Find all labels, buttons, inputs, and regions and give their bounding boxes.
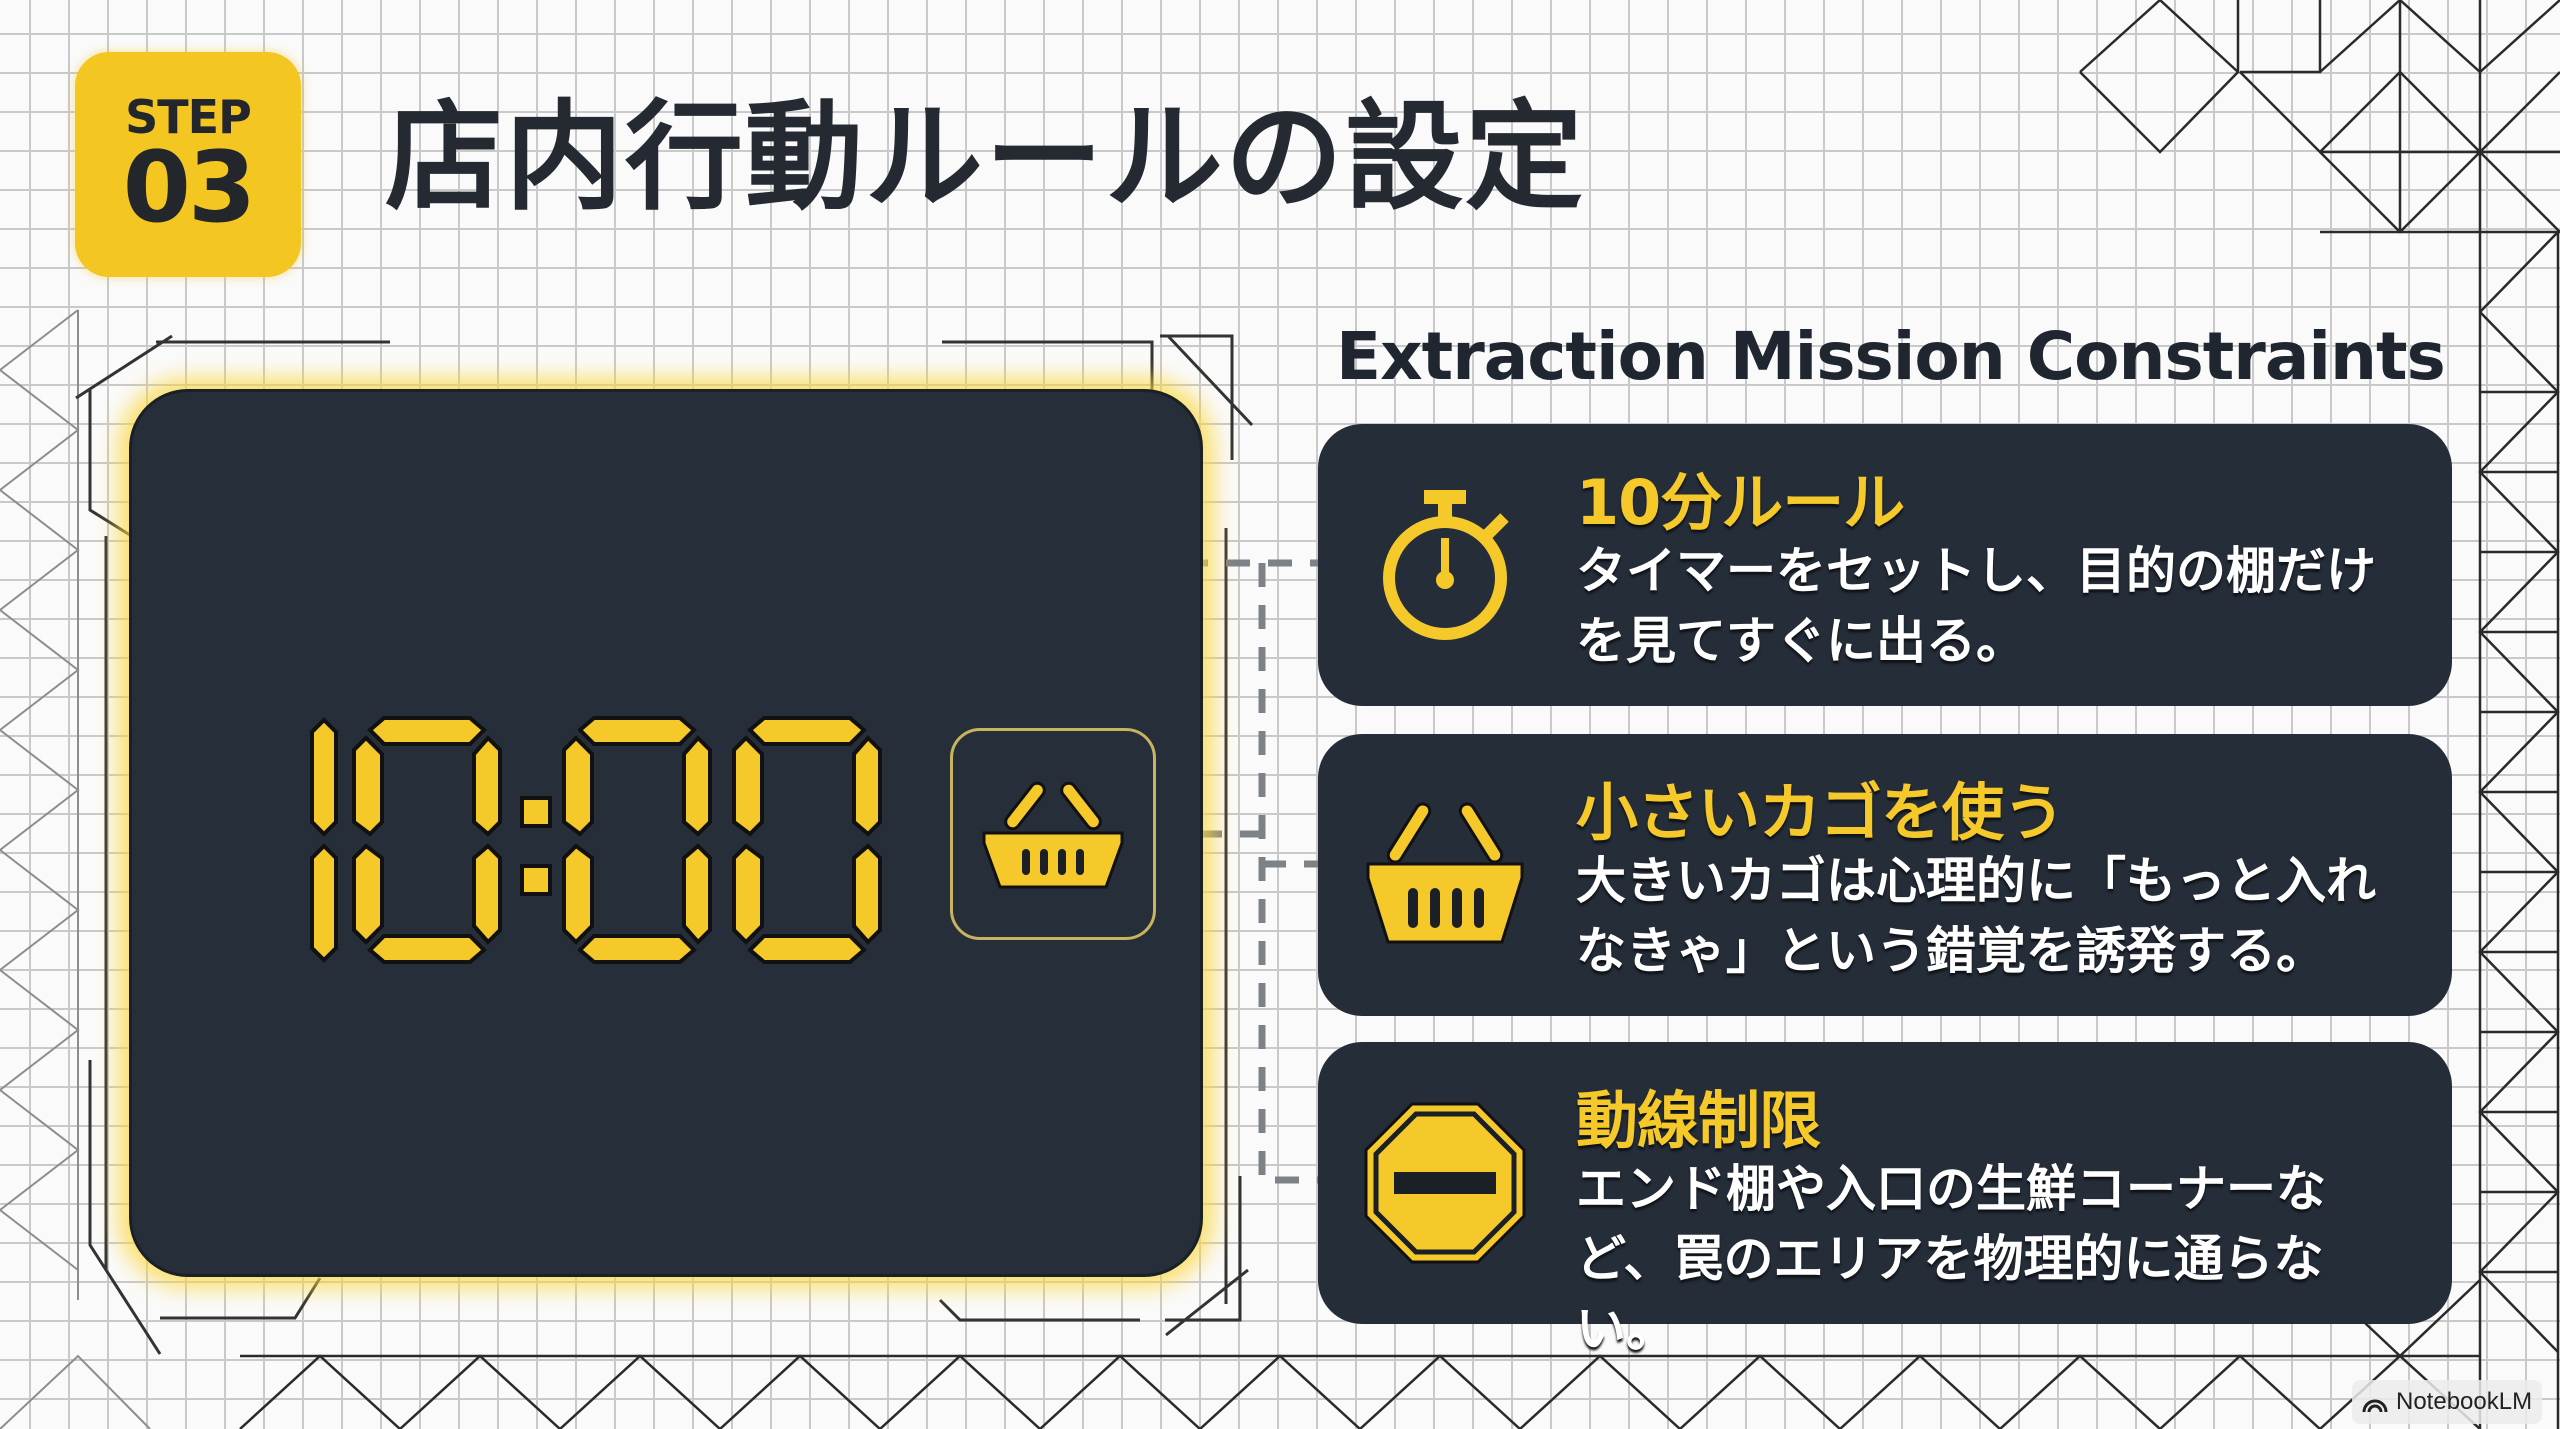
no-entry-icon: [1364, 1102, 1526, 1264]
card-title: 小さいカゴを使う: [1576, 776, 2065, 849]
basket-icon-frame: [950, 728, 1156, 940]
card-body: タイマーをセットし、目的の棚だけを見てすぐに出る。: [1576, 542, 2376, 670]
constraint-card-timer: 10分ルール タイマーをセットし、目的の棚だけを見てすぐに出る。: [1318, 424, 2452, 706]
card-title: 動線制限: [1576, 1084, 1821, 1157]
basket-icon: [1366, 802, 1524, 944]
step-badge: STEP 03: [75, 52, 301, 277]
notebooklm-watermark: NotebookLM: [2352, 1380, 2543, 1424]
basket-icon: [982, 781, 1124, 889]
page-title: 店内行動ルールの設定: [385, 88, 1586, 226]
step-number: 03: [122, 130, 256, 245]
constraint-card-route: 動線制限 エンド棚や入口の生鮮コーナーなど、罠のエリアを物理的に通らない。: [1318, 1042, 2452, 1358]
card-body: エンド棚や入口の生鮮コーナーなど、罠のエリアを物理的に通らない。: [1576, 1160, 2326, 1358]
section-subtitle: Extraction Mission Constraints: [1336, 318, 2446, 395]
notebooklm-logo-icon: [2362, 1399, 2388, 1412]
step-label: STEP: [125, 89, 252, 144]
timer-panel: 10:00: [132, 392, 1200, 1274]
digital-clock-display: 10:00: [310, 716, 882, 964]
watermark-label: NotebookLM: [2396, 1388, 2533, 1415]
card-title: 10分ルール: [1576, 466, 1905, 539]
constraint-card-basket: 小さいカゴを使う 大きいカゴは心理的に「もっと入れなきゃ」という錯覚を誘発する。: [1318, 734, 2452, 1016]
stopwatch-icon: [1383, 490, 1509, 640]
card-body: 大きいカゴは心理的に「もっと入れなきゃ」という錯覚を誘発する。: [1576, 852, 2376, 980]
